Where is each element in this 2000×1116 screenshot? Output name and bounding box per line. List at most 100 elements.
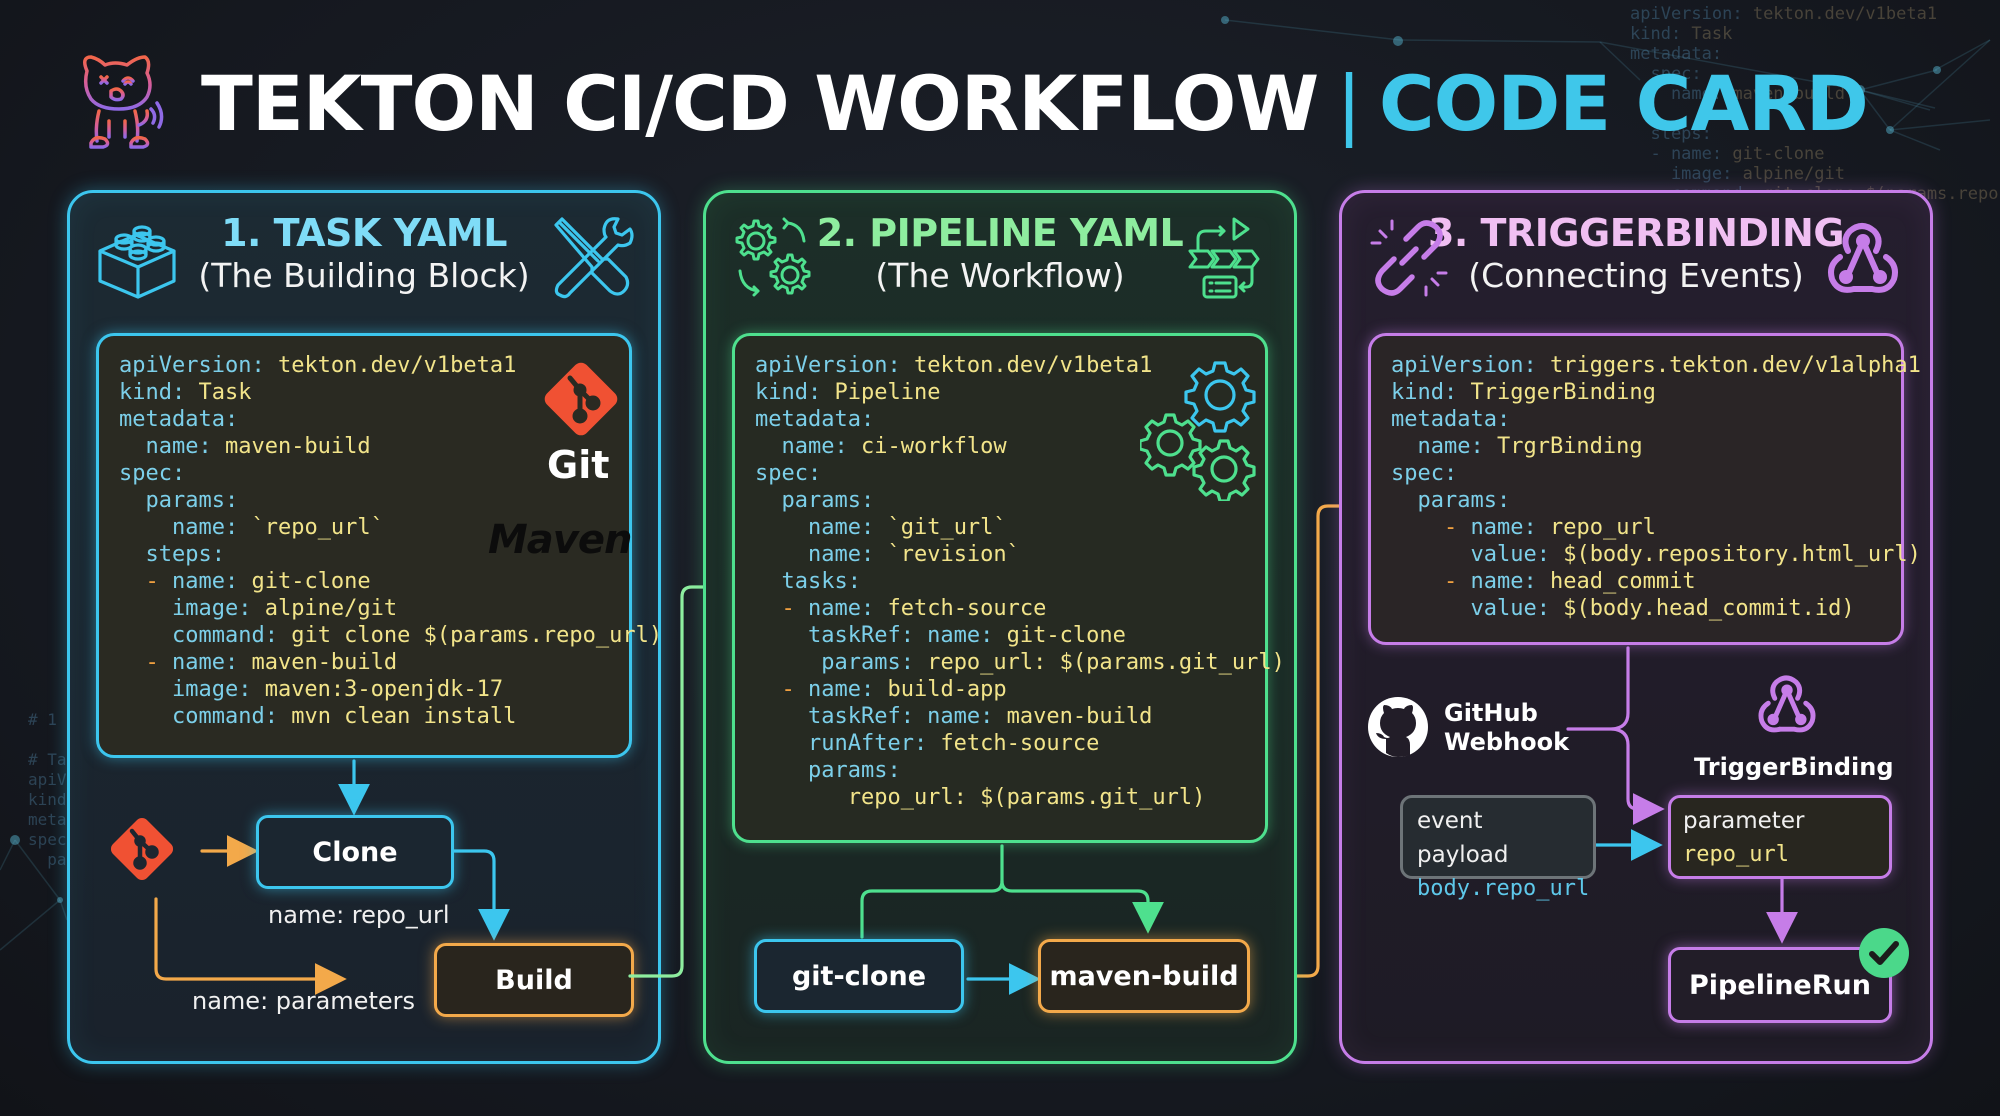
github-logo-icon <box>1368 697 1428 757</box>
payload-value: body.repo_url <box>1417 876 1590 901</box>
code-line: kind: Task <box>119 379 629 406</box>
code-key: taskRef: name: <box>755 623 994 648</box>
code-line: taskRef: name: git-clone <box>755 622 1265 649</box>
code-to-tasks-branch <box>860 844 1004 939</box>
code-line: kind: Pipeline <box>755 379 1265 406</box>
code-key: apiVersion: <box>119 353 265 378</box>
title-separator: | <box>1336 58 1362 148</box>
code-line: metadata: <box>1391 406 1901 433</box>
code-line: apiVersion: tekton.dev/v1beta1 <box>755 352 1265 379</box>
code-value: TrgrBinding <box>1483 434 1643 459</box>
chain-link-icon <box>1370 219 1448 297</box>
code-value: $(body.head_commit.id) <box>1549 596 1855 621</box>
parameter-box[interactable]: parameter repo_url <box>1668 795 1892 879</box>
code-line: kind: TriggerBinding <box>1391 379 1901 406</box>
code-key: name: <box>1470 569 1537 594</box>
code-key: metadata: <box>1391 407 1511 432</box>
event-payload-box[interactable]: event payload body.repo_url <box>1400 795 1596 901</box>
code-value: maven-build <box>238 650 398 675</box>
rotating-gears-icon <box>735 217 811 297</box>
code-value: repo_url: $(params.git_url) <box>755 785 1206 810</box>
code-to-param-brace <box>1568 648 1628 729</box>
code-key: command: <box>119 704 278 729</box>
code-line: spec: <box>755 460 1265 487</box>
code-key: apiVersion: <box>1391 353 1537 378</box>
code-line: name: `git_url` <box>755 514 1265 541</box>
webhook-label: Webhook <box>1444 728 1570 756</box>
code-line: command: mvn clean install <box>119 703 629 730</box>
code-value: $(body.repository.html_url) <box>1549 542 1921 567</box>
code-line: - name: maven-build <box>119 649 629 676</box>
pipelinerun-node[interactable]: PipelineRun <box>1668 947 1892 1023</box>
code-key: spec: <box>755 461 822 486</box>
clone-to-build-arrow <box>450 849 510 941</box>
code-line: steps: <box>119 541 629 568</box>
code-line: name: ci-workflow <box>755 433 1265 460</box>
code-line: params: <box>755 487 1265 514</box>
code-key: kind: <box>119 380 186 405</box>
code-key: apiVersion: <box>755 353 901 378</box>
code-value: `repo_url` <box>238 515 384 540</box>
background-code-line: apiVersion: tekton.dev/v1beta1 <box>1630 4 1938 24</box>
code-value: maven-build <box>211 434 371 459</box>
code-key: taskRef: name: <box>755 704 994 729</box>
panel-title: 2. PIPELINE YAML <box>816 211 1184 255</box>
triggerbinding-panel: 3. TRIGGERBINDING (Connecting Events) ap… <box>1339 190 1933 1064</box>
clone-node[interactable]: Clone <box>256 815 454 889</box>
maven-build-task-node[interactable]: maven-build <box>1038 939 1250 1013</box>
code-value: repo_url <box>1536 515 1656 540</box>
code-key: name: <box>119 515 239 540</box>
code-key: name: <box>1391 434 1484 459</box>
maven-logo-label: Maven <box>488 517 632 563</box>
code-key: params: <box>1391 488 1511 513</box>
code-key: image: <box>119 677 252 702</box>
code-line: - name: head_commit <box>1391 568 1901 595</box>
code-key: params: <box>755 650 914 675</box>
code-line: image: alpine/git <box>119 595 629 622</box>
code-line: - name: fetch-source <box>755 595 1265 622</box>
code-line: metadata: <box>755 406 1265 433</box>
code-value: ci-workflow <box>847 434 1007 459</box>
code-line: spec: <box>1391 460 1901 487</box>
build-node[interactable]: Build <box>434 943 634 1017</box>
code-dash: - <box>1391 569 1471 594</box>
code-value: fetch-source <box>927 731 1100 756</box>
code-key: steps: <box>119 542 225 567</box>
code-line: name: TrgrBinding <box>1391 433 1901 460</box>
panel-header: 3. TRIGGERBINDING (Connecting Events) <box>1342 211 1930 301</box>
parameter-title: parameter <box>1683 808 1805 834</box>
background-code-line: kind: Task <box>1630 24 1733 44</box>
title-accent: CODE CARD <box>1378 58 1869 148</box>
success-check-icon <box>1859 928 1909 978</box>
git-logo-icon <box>544 362 618 436</box>
code-value: triggers.tekton.dev/v1alpha1 <box>1536 353 1921 378</box>
code-value: maven-build <box>993 704 1153 729</box>
code-line: params: <box>755 757 1265 784</box>
clone-param-label: name: repo_url <box>268 901 450 929</box>
code-line: metadata: <box>119 406 629 433</box>
title-main: TEKTON CI/CD WORKFLOW <box>201 58 1319 148</box>
code-key: kind: <box>1391 380 1458 405</box>
code-value: fetch-source <box>874 596 1047 621</box>
code-line: command: git clone $(params.repo_url) <box>119 622 662 649</box>
code-key: name: <box>171 569 239 594</box>
code-key: name: <box>171 650 239 675</box>
code-key: name: <box>755 434 848 459</box>
code-line: - name: git-clone <box>119 568 629 595</box>
code-key: value: <box>1391 542 1550 567</box>
code-line: name: maven-build <box>119 433 629 460</box>
panel-subtitle: (The Workflow) <box>875 256 1125 295</box>
lego-brick-icon <box>98 225 176 299</box>
code-value: TriggerBinding <box>1457 380 1656 405</box>
webhook-icon <box>1828 223 1898 293</box>
code-line: tasks: <box>755 568 1265 595</box>
code-line: - name: repo_url <box>1391 514 1901 541</box>
workflow-steps-icon <box>1188 217 1260 299</box>
git-clone-task-node[interactable]: git-clone <box>754 939 964 1013</box>
build-param-label: name: parameters <box>192 987 415 1015</box>
panel-title: 3. TRIGGERBINDING <box>1427 211 1845 255</box>
code-line: value: $(body.repository.html_url) <box>1391 541 1920 568</box>
code-value: repo_url: $(params.git_url) <box>913 650 1285 675</box>
code-key: metadata: <box>755 407 875 432</box>
code-key: tasks: <box>755 569 861 594</box>
